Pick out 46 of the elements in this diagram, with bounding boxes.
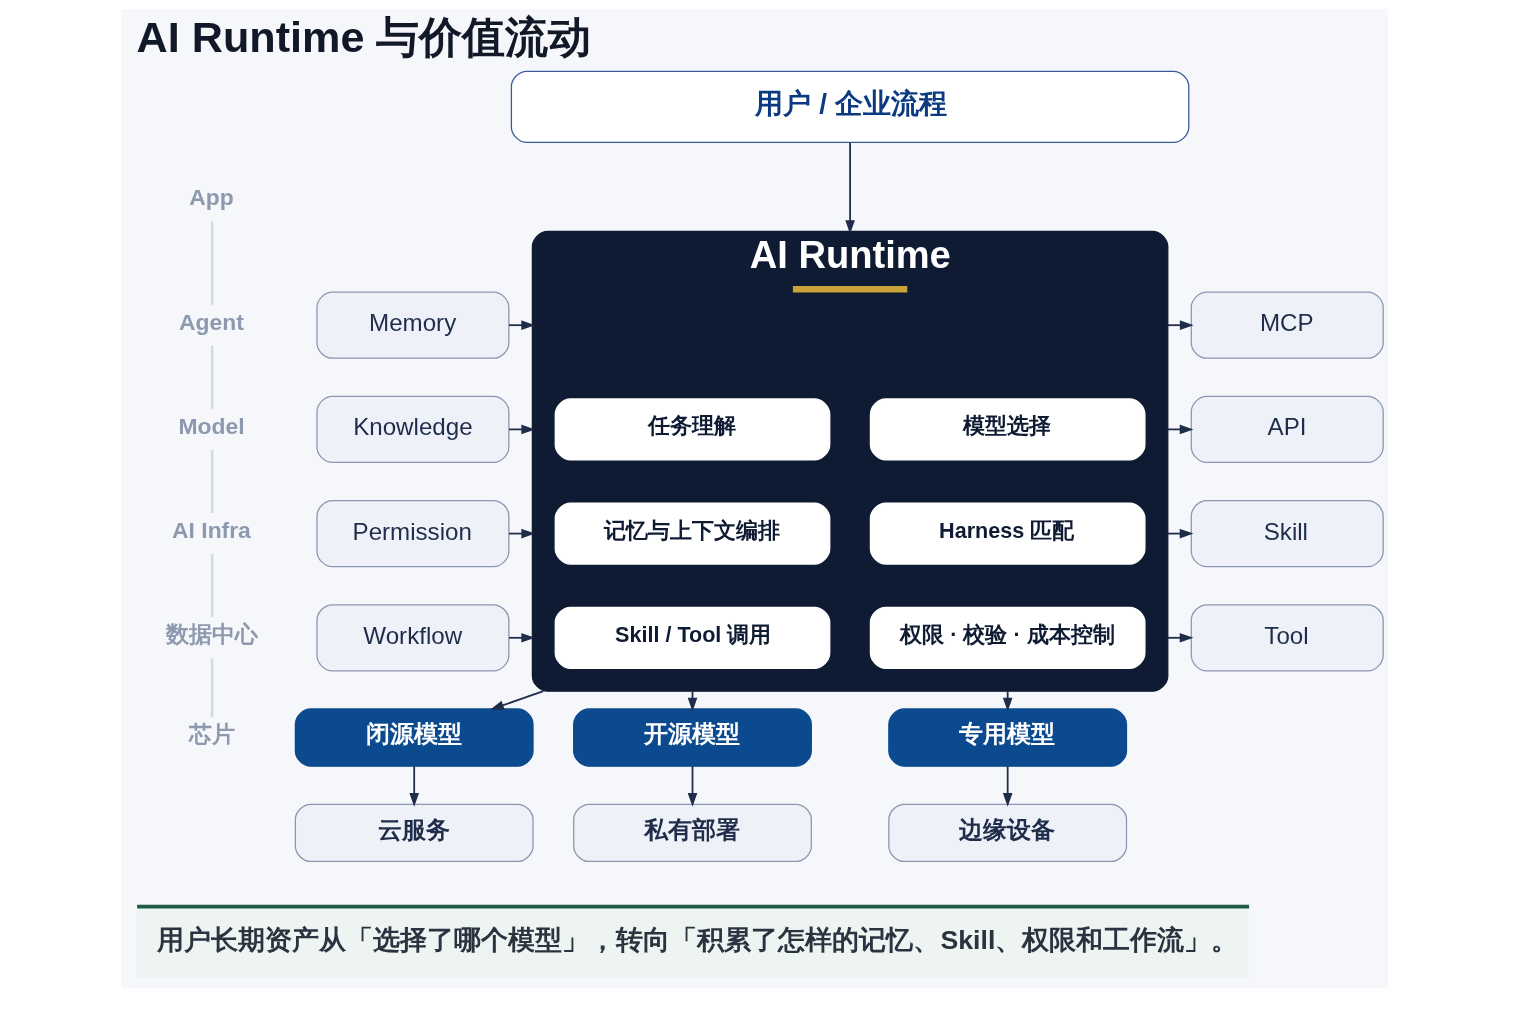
arrow: [507, 632, 535, 643]
node-box: 专用模型: [887, 707, 1127, 767]
node-box: Permission: [315, 499, 509, 567]
node-text: Model: [177, 412, 244, 439]
arrow: [408, 764, 419, 807]
arrow: [844, 141, 855, 234]
node-box: Skill / Tool 调用: [554, 606, 830, 669]
node-box: Tool: [1190, 603, 1384, 671]
arrow: [1166, 319, 1194, 330]
diagram-title: AI Runtime 与价值流动: [136, 12, 591, 61]
arrow: [1166, 632, 1193, 643]
arrow: [1002, 764, 1012, 807]
node-text: 芯片: [188, 720, 235, 747]
arrow: [1166, 424, 1193, 434]
node-box: Memory: [315, 291, 509, 359]
arrow: [687, 764, 697, 807]
node-box: 开源模型: [572, 707, 812, 767]
node-box: Workflow: [315, 603, 509, 671]
node-box: 模型选择: [869, 397, 1146, 461]
node-box: 记忆与上下文编排: [554, 501, 830, 565]
arrow: [489, 689, 544, 710]
node-text: Agent: [178, 308, 244, 334]
node-text: App: [188, 183, 234, 210]
connector: [210, 657, 213, 717]
connector: [210, 449, 213, 513]
node-box: API: [1190, 395, 1384, 463]
node-box: Harness 匹配: [869, 501, 1146, 565]
arrow: [507, 319, 535, 330]
node-box: 云服务: [294, 803, 534, 862]
node-box: Skill: [1190, 499, 1384, 567]
connector: [210, 221, 213, 305]
node-text: AI Infra: [171, 516, 251, 543]
node-box: 闭源模型: [294, 707, 534, 767]
node-box: Knowledge: [315, 395, 509, 463]
node-box: 任务理解: [554, 397, 830, 461]
node-text: 数据中心: [165, 620, 258, 647]
arrow: [1002, 689, 1012, 711]
node-box: 边缘设备: [887, 803, 1127, 862]
connector: [210, 553, 213, 617]
connector: [210, 345, 213, 409]
node-box: 权限 · 校验 · 成本控制: [869, 606, 1146, 669]
caption: 用户长期资产从「选择了哪个模型」，转向「积累了怎样的记忆、Skill、权限和工作流」。: [156, 924, 1238, 955]
node-box: MCP: [1190, 291, 1384, 359]
arrow: [507, 424, 535, 434]
node-box: 用户 / 企业流程: [510, 70, 1189, 143]
node-box: 私有部署: [572, 803, 812, 862]
